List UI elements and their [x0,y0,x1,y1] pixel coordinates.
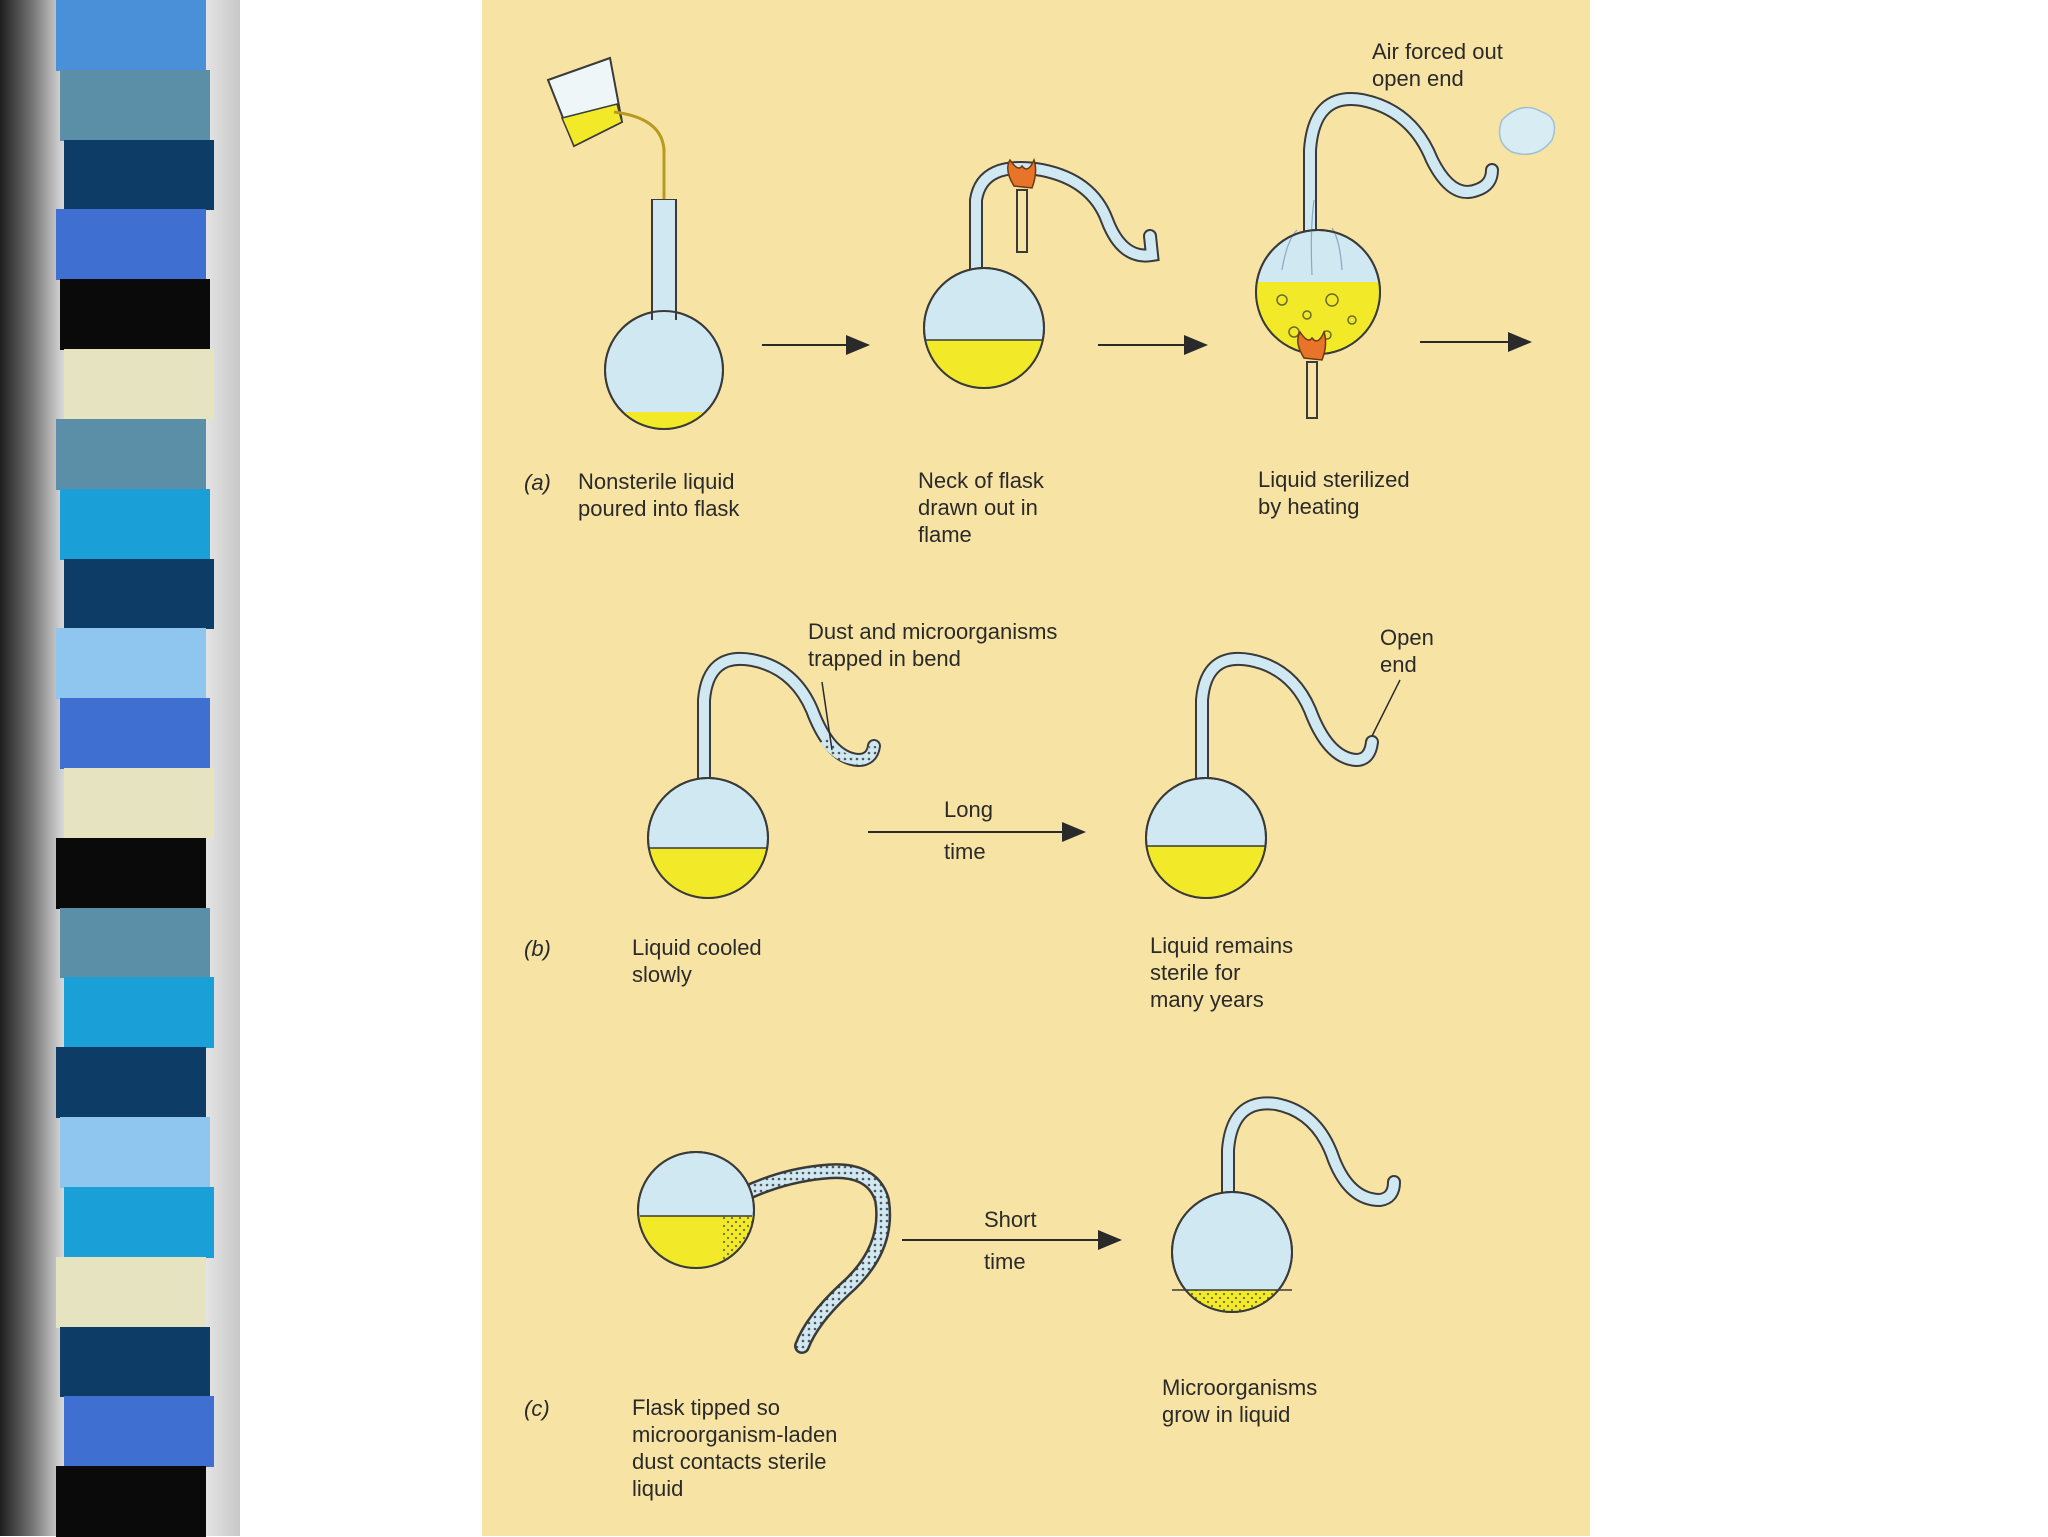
label-b-open-note: Open end [1380,625,1434,677]
label-a-step2: Neck of flask drawn out in flame [918,468,1044,547]
flask-a3 [1255,92,1556,419]
color-band [56,418,206,490]
color-band [60,69,210,141]
panel-c-marker: (c) [524,1396,550,1421]
color-band [64,977,214,1049]
panel-b-marker: (b) [524,936,551,961]
color-band [56,209,206,281]
color-band [64,558,214,630]
color-band [60,488,210,560]
color-band [56,1466,206,1537]
label-a-step1: Nonsterile liquid poured into flask [578,469,740,521]
flask-b2 [1145,651,1401,899]
color-band [56,1256,206,1328]
color-band [60,1117,210,1188]
color-band [64,139,214,211]
figure-drawing [546,56,1556,1354]
label-b-step2: Liquid remains sterile for many years [1150,933,1294,1012]
flask-a1 [546,56,724,430]
label-a-step3: Liquid sterilized by heating [1258,467,1410,519]
label-a-air-note: Air forced out open end [1372,39,1503,91]
swan-neck-flask-figure: (a) Nonsterile liquid poured into flask … [482,0,1590,1536]
flask-b1 [647,651,881,899]
color-band [60,698,210,769]
color-band [56,1047,206,1119]
flask-a2 [923,157,1160,389]
label-b-trapped-note: Dust and microorganisms trapped in bend [808,619,1058,671]
label-c-arrow-top: Short [984,1207,1037,1232]
color-band-strip [56,0,214,1537]
label-b-arrow-top: Long [944,797,993,822]
label-c-step1: Flask tipped so microorganism-laden dust… [632,1395,838,1501]
label-c-step2: Microorganisms grow in liquid [1162,1375,1318,1427]
color-band [64,768,214,839]
flask-c2 [1171,1096,1401,1313]
color-band [64,1396,214,1468]
color-band [56,837,206,909]
color-band [64,1186,214,1258]
flask-c1 [637,1151,892,1354]
color-band [60,1326,210,1398]
color-band [60,907,210,979]
color-band [56,0,206,71]
label-b-step1: Liquid cooled slowly [632,935,762,987]
color-band [60,279,210,351]
label-c-arrow-bottom: time [984,1249,1026,1274]
label-b-arrow-bottom: time [944,839,986,864]
panel-a-marker: (a) [524,470,551,495]
color-band [64,349,214,420]
color-band [56,628,206,700]
